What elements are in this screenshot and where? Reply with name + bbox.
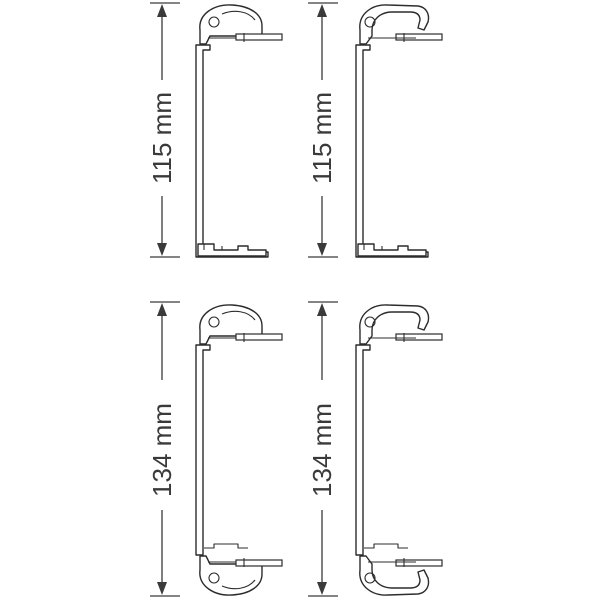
dimension-bottom-left: 134 mm	[147, 301, 180, 597]
arrow-down-icon	[157, 582, 167, 595]
arrow-down-icon	[317, 243, 327, 256]
dimension-top-right: 115 mm	[307, 2, 338, 258]
profile-top-left: 115 mm	[147, 2, 283, 258]
arrow-up-icon	[157, 4, 167, 17]
arrow-up-icon	[317, 303, 327, 316]
arrow-down-icon	[317, 582, 327, 595]
dimension-label: 115 mm	[147, 92, 177, 184]
dimension-top-left: 115 mm	[147, 2, 180, 258]
arrow-up-icon	[157, 303, 167, 316]
dimension-label: 115 mm	[307, 92, 337, 184]
arrow-down-icon	[157, 243, 167, 256]
dimension-label: 134 mm	[147, 403, 177, 497]
profile-bottom-left: 134 mm	[147, 301, 283, 597]
dimension-bottom-right: 134 mm	[307, 301, 338, 597]
dimension-label: 134 mm	[307, 403, 337, 497]
profile-bottom-right: 134 mm	[307, 301, 443, 597]
profile-top-right: 115 mm	[307, 2, 443, 258]
arrow-up-icon	[317, 4, 327, 17]
